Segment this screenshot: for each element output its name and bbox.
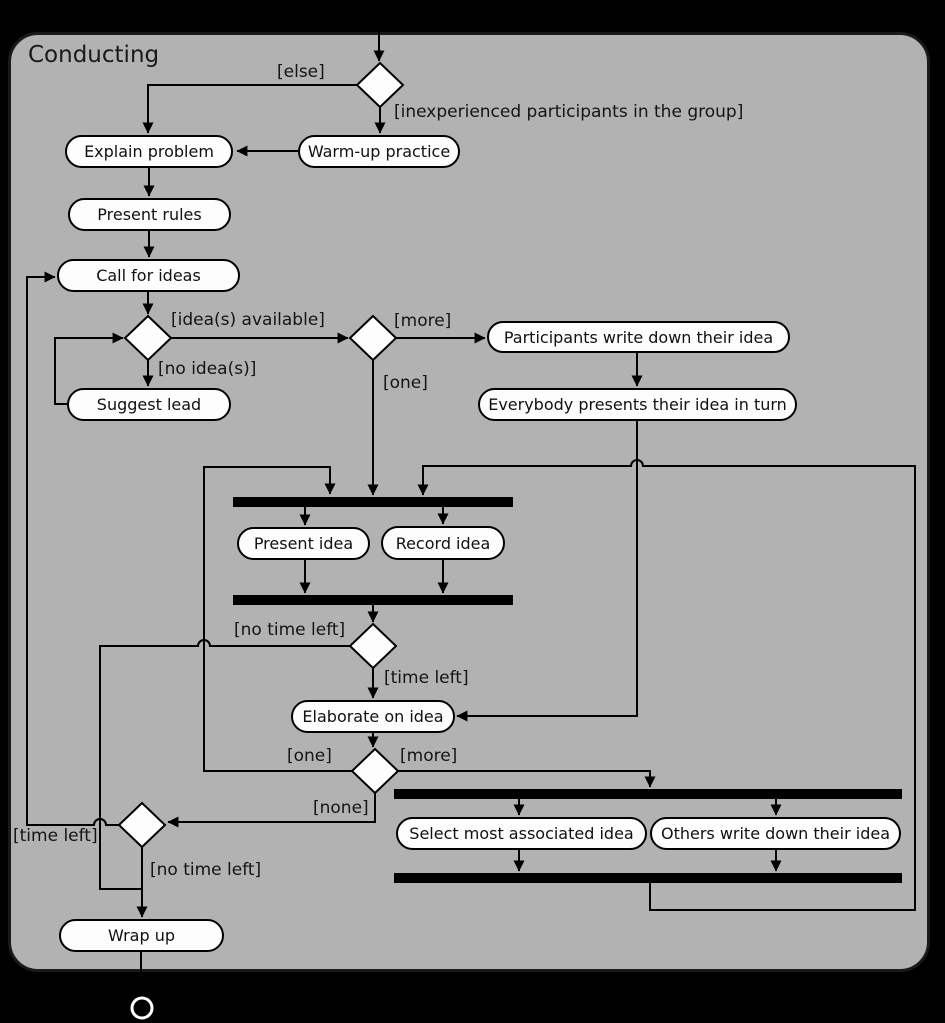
guard-ideas-available: [idea(s) available] [171, 310, 325, 330]
guard-more-bottom: [more] [400, 746, 458, 766]
node-record-idea: Record idea [381, 526, 505, 560]
edge-none [167, 793, 376, 828]
node-present-rules: Present rules [68, 198, 231, 231]
node-explain-problem: Explain problem [65, 135, 233, 168]
decision-experience-diamond [355, 61, 405, 109]
node-suggest-lead: Suggest lead [67, 388, 231, 421]
decision-diamonds [117, 61, 405, 849]
node-select-most-associated: Select most associated idea [396, 817, 647, 850]
guard-more-top: [more] [394, 311, 452, 331]
guard-no-ideas: [no idea(s)] [158, 359, 257, 379]
edge-join2-loop [417, 459, 916, 911]
fork-join-bars [233, 497, 902, 883]
guard-no-time-left-mid: [no time left] [234, 620, 346, 640]
edge-else [142, 84, 357, 134]
guard-one-top: [one] [383, 373, 428, 393]
node-participants-write: Participants write down their idea [487, 321, 790, 353]
fork-bar-1 [233, 497, 513, 507]
node-others-write-down: Others write down their idea [650, 817, 901, 850]
join-bar-1 [233, 595, 513, 605]
guard-no-time-left-bottom: [no time left] [150, 860, 262, 880]
edge-suggest-loop [54, 332, 124, 405]
decision-time2-diamond [117, 801, 167, 849]
decision-time-diamond [348, 622, 398, 670]
node-present-idea: Present idea [237, 527, 370, 560]
guard-time-left-mid: [time left] [384, 668, 469, 688]
edge-no-time-left-mid [99, 639, 350, 890]
edge-everybody-to-elaborate [456, 421, 638, 722]
edges [26, 32, 916, 997]
diagram-title: Conducting [28, 42, 160, 68]
node-elaborate-on-idea: Elaborate on idea [291, 700, 455, 733]
guard-inexperienced: [inexperienced participants in the group… [394, 102, 744, 122]
guard-else: [else] [277, 62, 325, 82]
final-node-circle [130, 996, 154, 1020]
node-everybody-presents: Everybody presents their idea in turn [478, 388, 797, 421]
edge-time-left-loop [26, 271, 119, 826]
edge-one-loop [203, 466, 352, 772]
guard-one-bottom: [one] [287, 746, 332, 766]
fork-bar-2 [394, 789, 902, 799]
decision-ideas-diamond [123, 314, 173, 362]
guard-none: [none] [313, 798, 369, 818]
decision-remaining-diamond [350, 747, 400, 795]
guard-time-left-bottom: [time left] [13, 826, 98, 846]
node-call-for-ideas: Call for ideas [57, 259, 240, 292]
node-wrap-up: Wrap up [59, 919, 224, 952]
decision-count-diamond [348, 314, 398, 362]
edge-more-bottom [398, 770, 656, 788]
node-warm-up-practice: Warm-up practice [298, 135, 460, 168]
join-bar-2 [394, 873, 902, 883]
